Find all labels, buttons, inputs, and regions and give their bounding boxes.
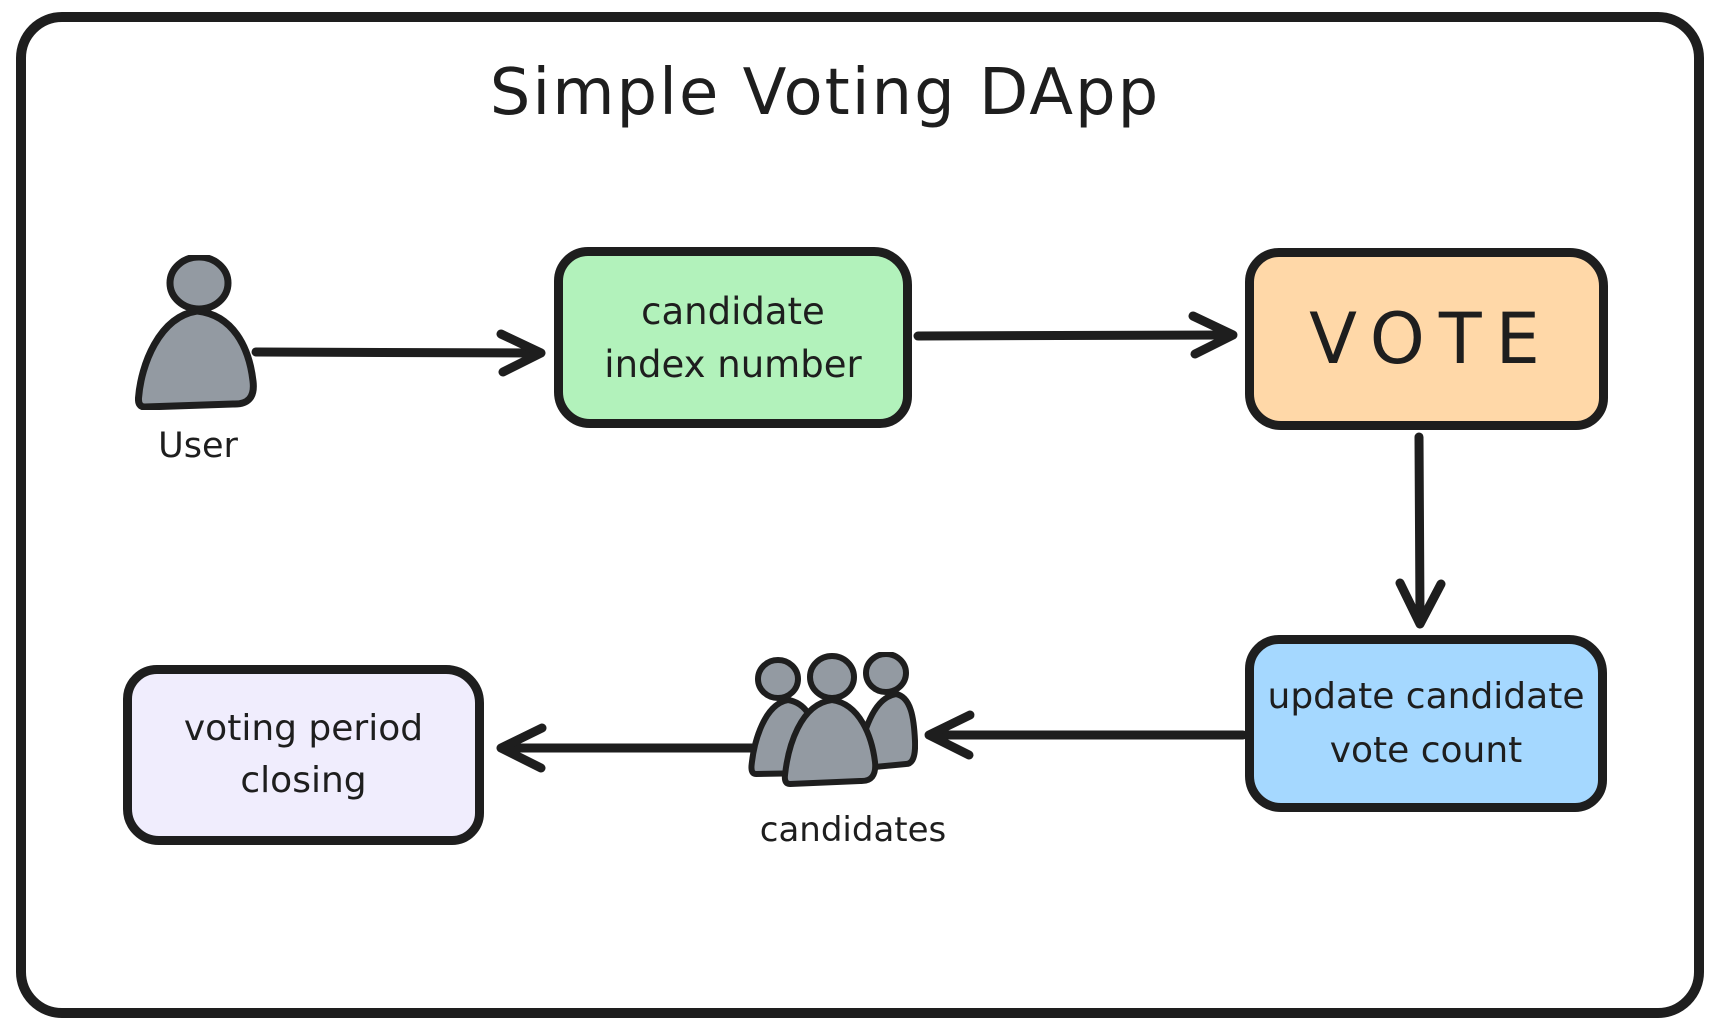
arrow-update-count-to-candidates-icon [924,710,1248,760]
user-icon [135,255,257,410]
node-update-count-line2: vote count [1329,729,1523,771]
node-update-candidate-vote-count: update candidate vote count [1245,635,1607,812]
node-vote: VOTE [1245,248,1608,430]
candidates-label: candidates [759,810,947,850]
diagram-frame [16,12,1704,1018]
node-candidate-index-line1: candidate [641,289,825,333]
arrow-user-to-candidate-index-icon [251,329,546,377]
node-update-count-line1: update candidate [1267,675,1585,717]
candidate-person-front-icon [781,653,879,787]
node-voting-period-closing: voting period closing [123,665,484,845]
candidates-icon [748,652,918,787]
node-voting-period-line2: closing [240,760,367,801]
node-vote-label: VOTE [1309,298,1554,380]
arrow-candidate-index-to-vote-icon [913,311,1238,359]
arrow-candidates-to-voting-period-icon [496,723,757,773]
node-voting-period-line1: voting period [183,708,424,749]
node-candidate-index-line2: index number [604,342,862,386]
user-label: User [158,426,238,466]
diagram-title: Simple Voting DApp [489,56,1161,130]
arrow-vote-to-update-count-icon [1395,432,1446,629]
node-candidate-index-number: candidate index number [554,247,912,428]
